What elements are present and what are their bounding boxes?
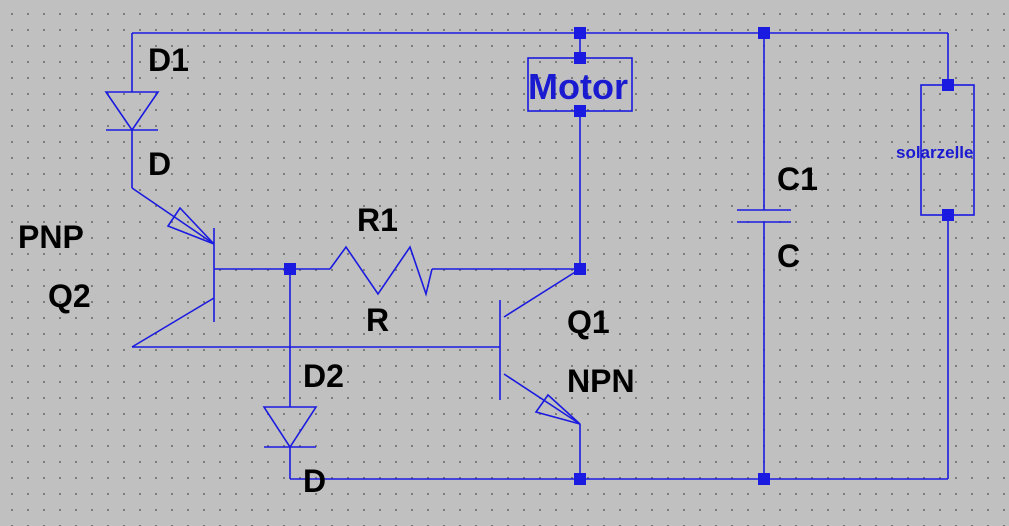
c1-ref-label: C1 (777, 161, 818, 197)
solar-cell-label: solarzelle (896, 143, 974, 162)
q2-ref-label: Q2 (48, 278, 91, 314)
junction-bottom-q1 (574, 473, 586, 485)
r1-value-label: R (366, 302, 389, 338)
pin-motor-top (574, 52, 586, 64)
junction-top-motor (574, 27, 586, 39)
resistor-r1-symbol (329, 245, 433, 297)
junctions (284, 27, 954, 485)
motor-label: Motor (528, 66, 628, 107)
pin-motor-bottom (574, 105, 586, 117)
transistor-q2-symbol (131, 187, 215, 322)
q1-ref-label: Q1 (567, 304, 610, 340)
junction-bottom-c1 (758, 473, 770, 485)
junction-top-c1 (758, 27, 770, 39)
transistor-q1-symbol (499, 300, 581, 425)
d1-ref-label: D1 (148, 42, 189, 78)
q1-type-label: NPN (567, 363, 635, 399)
wires (131, 32, 949, 480)
q2-type-label: PNP (18, 219, 84, 255)
d2-value-label: D (303, 463, 326, 499)
diode-d2-symbol (262, 406, 318, 449)
wire-q1-collector (503, 268, 581, 318)
motor-block: Motor (527, 57, 633, 112)
pin-solar-top (942, 79, 954, 91)
diode-d1-symbol (104, 91, 160, 132)
d2-ref-label: D2 (303, 358, 344, 394)
pin-solar-bottom (942, 209, 954, 221)
junction-collector-node (574, 263, 586, 275)
wire-q2-collector (131, 297, 215, 348)
c1-value-label: C (777, 238, 800, 274)
solar-cell-block: solarzelle (896, 84, 975, 216)
component-labels: D1 D PNP Q2 R1 R Q1 NPN D2 D C1 C (18, 42, 818, 499)
r1-ref-label: R1 (357, 202, 398, 238)
capacitor-c1-symbol (737, 209, 791, 223)
d1-value-label: D (148, 146, 171, 182)
junction-base-node (284, 263, 296, 275)
